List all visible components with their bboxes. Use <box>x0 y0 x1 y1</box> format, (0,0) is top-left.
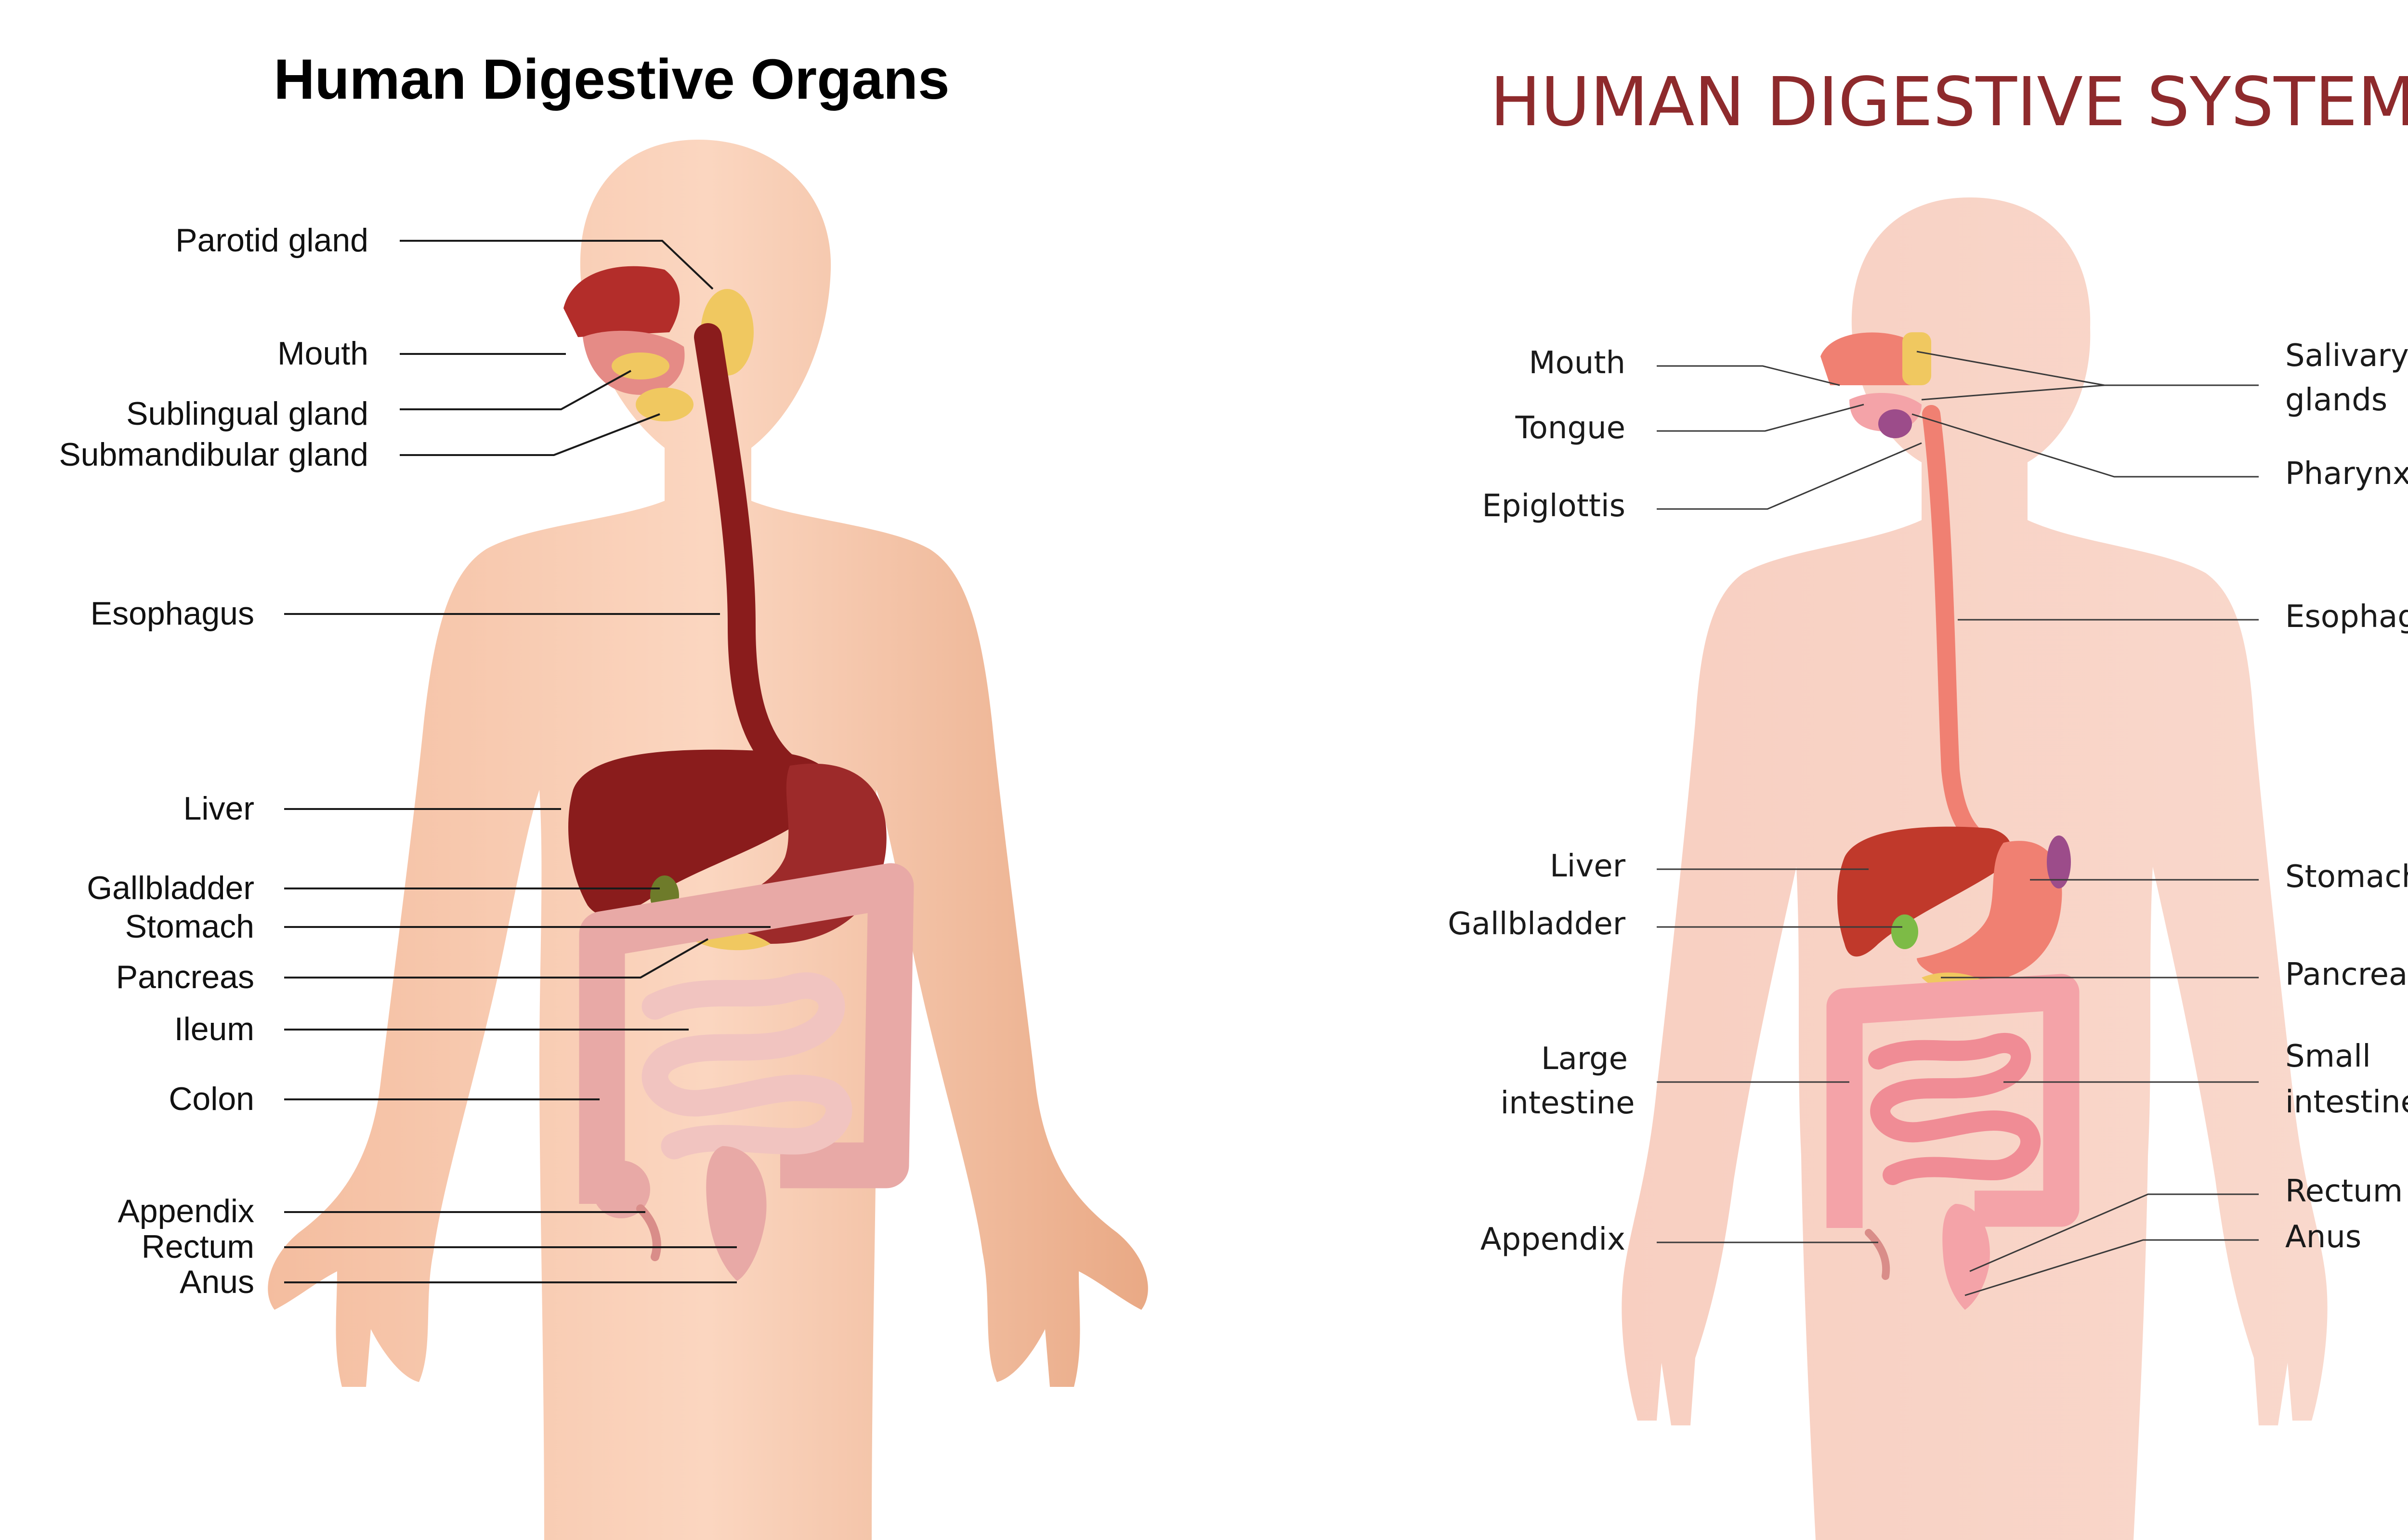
r-label-large-intestine-2: intestine <box>1501 1085 1635 1121</box>
r-leader-salivary-glands-2 <box>1921 384 2105 401</box>
r-rectum <box>1942 1204 1990 1310</box>
r-label-esophagus: Esophagus <box>2285 599 2408 635</box>
r-label-epiglottis: Epiglottis <box>1482 488 1625 524</box>
r-label-small-intestine-1: Small <box>2285 1039 2371 1074</box>
label-esophagus: Esophagus <box>91 595 254 632</box>
r-leader-rectum <box>1969 1193 2259 1272</box>
label-gallbladder: Gallbladder <box>87 870 254 906</box>
r-label-salivary-glands-2: glands <box>2285 382 2387 418</box>
appendix <box>636 1204 661 1261</box>
r-gallbladder <box>1891 914 1918 949</box>
r-label-large-intestine-1: Large <box>1541 1041 1628 1077</box>
small-intestine <box>641 972 852 1160</box>
label-anus: Anus <box>180 1264 254 1300</box>
label-sublingual-gland: Sublingual gland <box>126 395 368 432</box>
label-appendix: Appendix <box>118 1193 254 1229</box>
left-leader-lines <box>284 240 771 1283</box>
r-leader-anus <box>1964 1239 2259 1296</box>
label-mouth: Mouth <box>277 335 368 372</box>
r-liver <box>1837 826 2012 957</box>
r-leader-pharynx <box>1911 413 2259 478</box>
right-labels: Mouth Tongue Epiglottis Liver Gallbladde… <box>1448 338 2408 1257</box>
r-stomach <box>1917 841 2062 982</box>
r-label-gallbladder: Gallbladder <box>1448 906 1626 942</box>
r-appendix <box>1865 1229 1890 1280</box>
label-pancreas: Pancreas <box>116 959 254 995</box>
right-title: HUMAN DIGESTIVE SYSTEM <box>1490 63 2408 142</box>
r-pharynx <box>1878 409 1912 438</box>
r-label-tongue: Tongue <box>1515 410 1626 446</box>
liver <box>568 749 832 916</box>
leader-sublingual-gland <box>400 370 631 410</box>
r-leader-mouth <box>1657 365 1840 386</box>
submandibular-gland <box>636 388 694 421</box>
r-label-salivary-glands-1: Salivary <box>2285 338 2408 374</box>
r-label-mouth: Mouth <box>1529 345 1625 381</box>
left-labels: Parotid gland Mouth Sublingual gland Sub… <box>59 222 368 1300</box>
left-organs <box>563 266 914 1281</box>
cecum <box>592 1161 650 1218</box>
mouth-cavity <box>563 266 680 337</box>
sublingual-gland <box>612 352 669 379</box>
r-label-small-intestine-2: intestine <box>2285 1084 2408 1120</box>
label-parotid-gland: Parotid gland <box>175 222 368 259</box>
r-label-pharynx: Pharynx <box>2285 456 2408 492</box>
label-liver: Liver <box>183 790 254 827</box>
r-leader-epiglottis <box>1657 442 1922 510</box>
label-ileum: Ileum <box>174 1011 254 1047</box>
right-leader-lines <box>1657 351 2259 1296</box>
label-stomach: Stomach <box>125 908 254 945</box>
r-stomach-spleen <box>2047 835 2071 888</box>
r-large-intestine <box>1826 974 2080 1228</box>
label-colon: Colon <box>169 1081 254 1117</box>
esophagus-tube <box>694 323 804 784</box>
r-label-rectum: Rectum <box>2285 1174 2403 1209</box>
leader-pancreas <box>284 938 708 979</box>
left-title: Human Digestive Organs <box>274 48 949 111</box>
r-label-pancreas: Pancreas <box>2285 957 2408 992</box>
r-label-stomach: Stomach <box>2285 859 2408 895</box>
colon <box>579 863 914 1204</box>
left-diagram: Human Digestive Organs <box>59 48 1148 1540</box>
r-salivary-gland <box>1902 332 1931 385</box>
r-label-liver: Liver <box>1550 848 1626 884</box>
r-mouth-cavity <box>1820 332 1921 385</box>
leader-parotid-gland <box>400 240 714 290</box>
r-leader-tongue <box>1657 404 1864 432</box>
right-diagram: HUMAN DIGESTIVE SYSTEM <box>1448 63 2408 1540</box>
r-small-intestine <box>1868 1033 2041 1185</box>
label-submandibular-gland: Submandibular gland <box>59 436 368 473</box>
r-label-anus: Anus <box>2285 1219 2361 1255</box>
label-rectum: Rectum <box>142 1228 254 1265</box>
r-label-appendix: Appendix <box>1480 1222 1625 1257</box>
leader-submandibular-gland <box>400 413 660 456</box>
